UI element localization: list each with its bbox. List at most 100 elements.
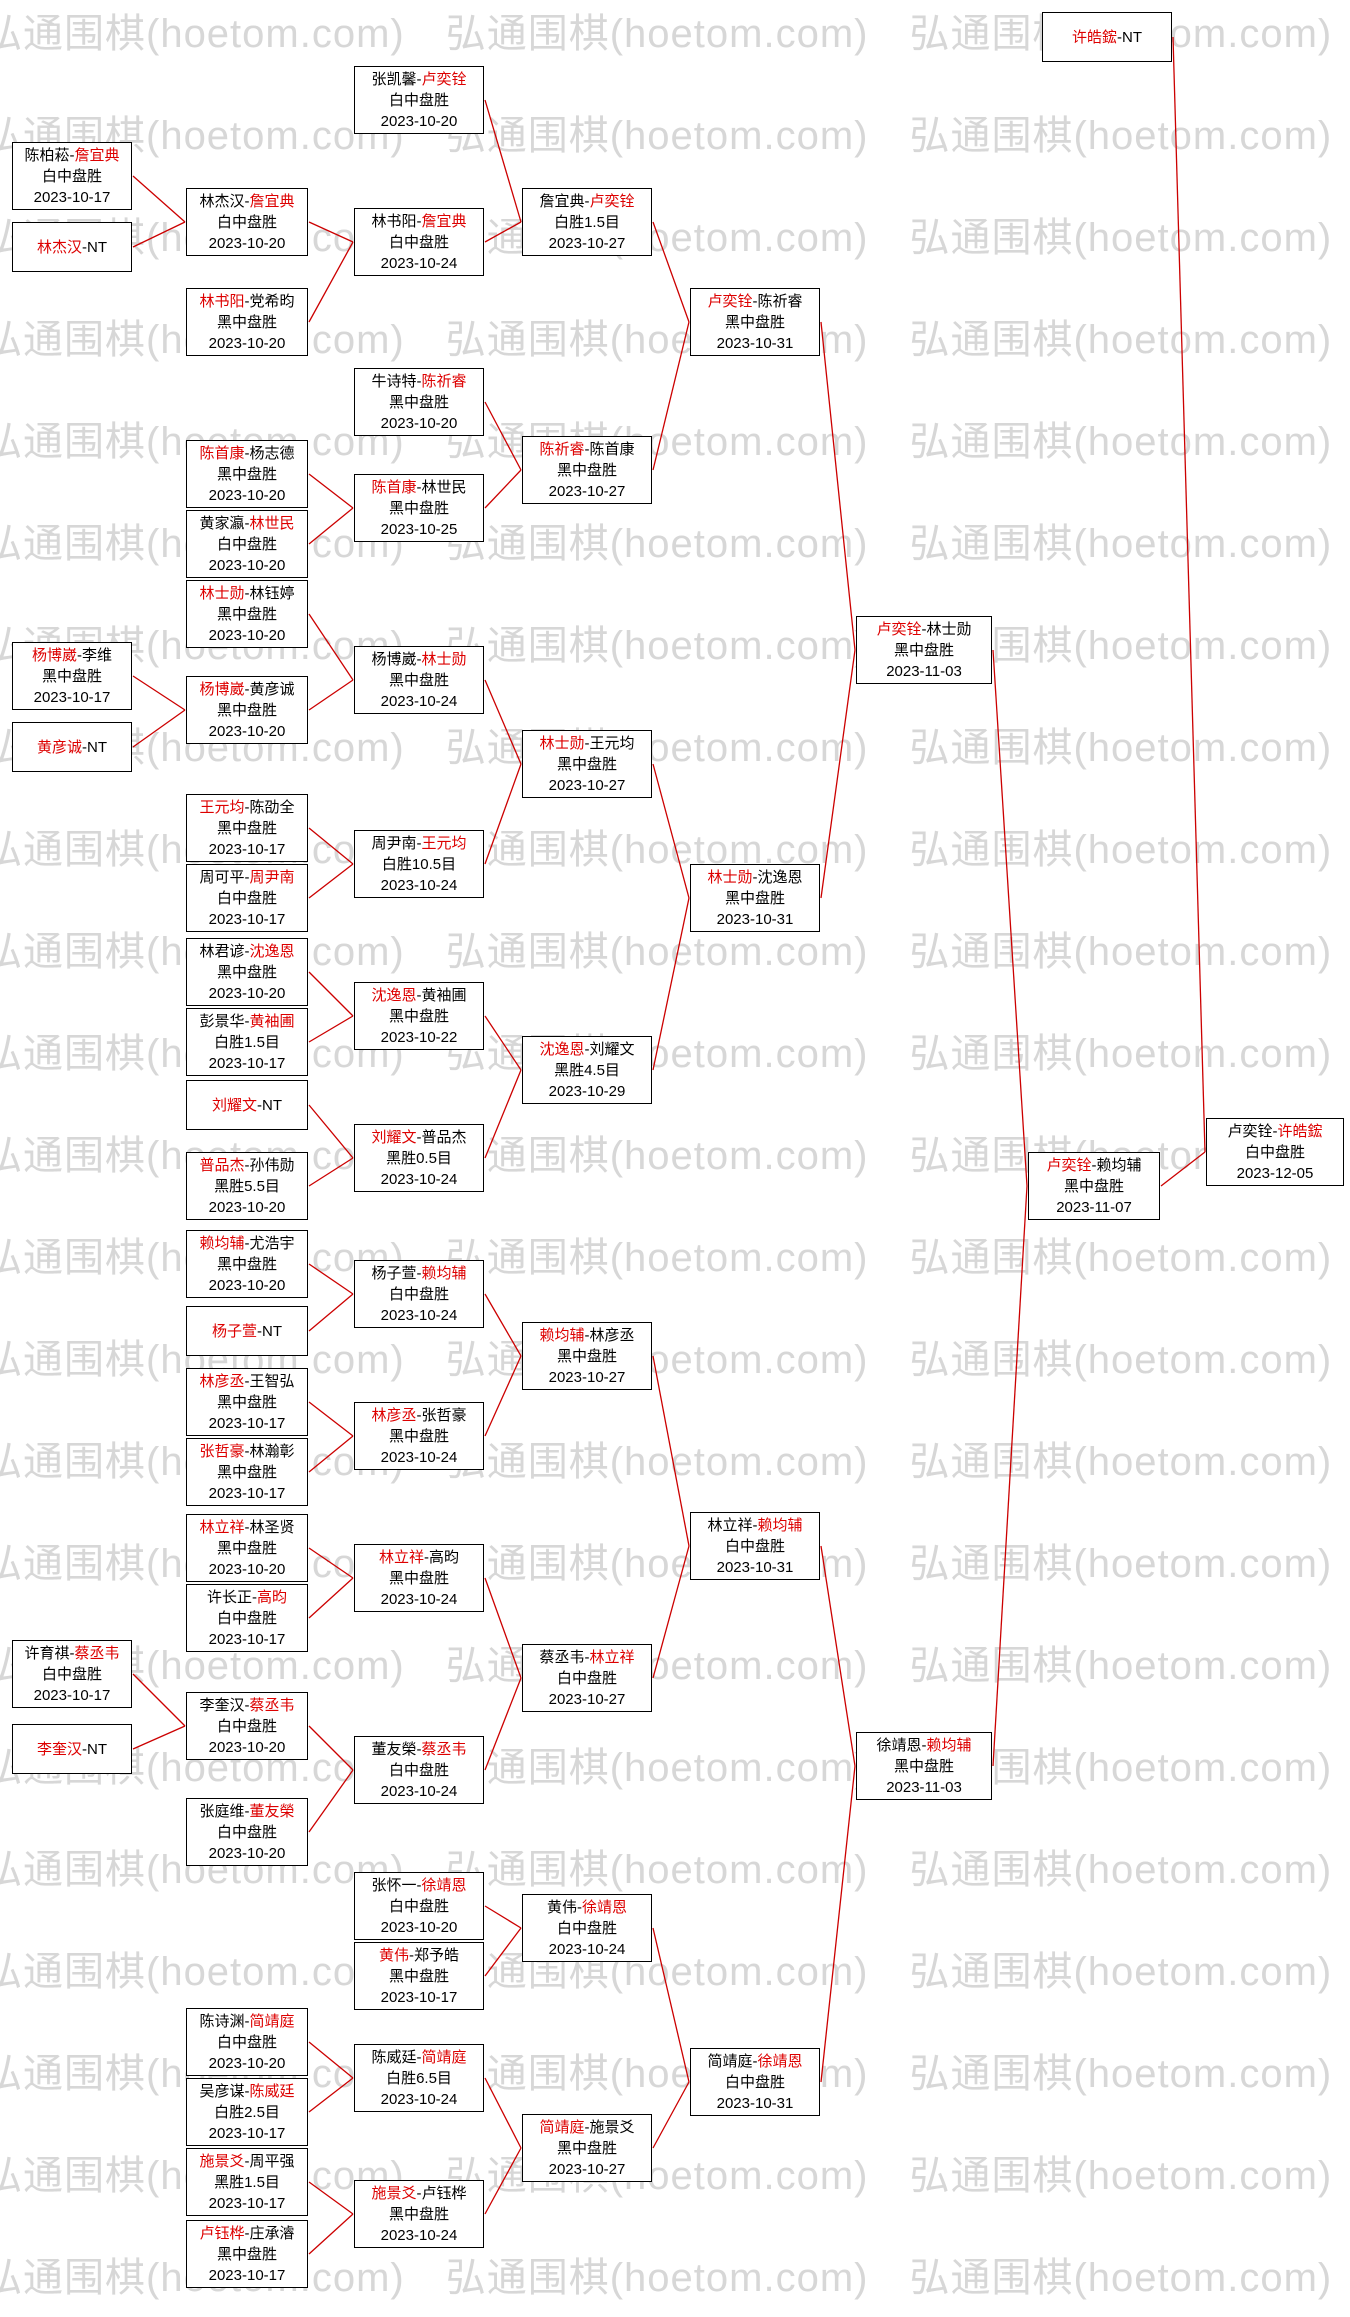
player-name: 普品杰 <box>421 1128 467 1146</box>
match-players: 黄家瀛-林世民 <box>199 514 295 532</box>
player-name: 卢奕铨 <box>421 70 467 88</box>
player-name: 黄彦诚 <box>36 738 82 756</box>
match-date: 2023-10-24 <box>380 692 458 710</box>
player-name: 赖均辅 <box>421 1264 467 1282</box>
match-result: 黑中盘胜 <box>216 963 277 981</box>
player-name: 陈柏菘 <box>24 146 70 164</box>
bye-box-b5[interactable]: 林杰汉-NT <box>12 222 132 272</box>
bye-box-b1[interactable]: 许皓鋐-NT <box>1042 12 1172 62</box>
player-name: 高昀 <box>429 1548 460 1566</box>
player-name: NT <box>87 1740 107 1758</box>
player-name: 董友榮 <box>371 1740 417 1758</box>
match-date: 2023-10-24 <box>380 1448 458 1466</box>
player-name: 党希昀 <box>249 292 295 310</box>
bye-box-b20[interactable]: 黄彦诚-NT <box>12 722 132 772</box>
match-result: 黑胜0.5目 <box>386 1149 452 1167</box>
bye-box-b37[interactable]: 杨子萱-NT <box>186 1306 308 1356</box>
match-result: 黑中盘胜 <box>724 313 785 331</box>
match-date: 2023-11-03 <box>886 662 962 680</box>
match-date: 2023-10-25 <box>380 520 458 538</box>
bye-box-b49[interactable]: 李奎汉-NT <box>12 1724 132 1774</box>
match-players: 施景爻-卢钰桦 <box>371 2184 467 2202</box>
player-name: 陈威廷 <box>371 2048 417 2066</box>
match-date: 2023-10-24 <box>380 1782 458 1800</box>
player-name: 林立祥 <box>707 1516 753 1534</box>
match-players: 张哲豪-林瀚彰 <box>199 1442 295 1460</box>
player-name: 林钰婷 <box>249 584 295 602</box>
match-players: 卢奕铨-许皓鋐 <box>1227 1122 1323 1140</box>
match-date: 2023-10-20 <box>208 1198 286 1216</box>
match-result: 白中盘胜 <box>388 1897 449 1915</box>
match-players: 黄伟-徐靖恩 <box>546 1898 628 1916</box>
player-name: 周可平 <box>199 868 245 886</box>
match-date: 2023-10-20 <box>208 2054 286 2072</box>
player-name: 卢奕铨 <box>1227 1122 1273 1140</box>
bye-box-b30[interactable]: 刘耀文-NT <box>186 1080 308 1130</box>
player-name: 施景爻 <box>371 2184 417 2202</box>
match-players: 林立祥-高昀 <box>378 1548 460 1566</box>
match-result: 白中盘胜 <box>216 1609 277 1627</box>
player-name: 黄伟 <box>378 1946 409 1964</box>
match-players: 林书阳-党希昀 <box>199 292 295 310</box>
player-name: 徐靖恩 <box>582 1898 628 1916</box>
match-players: 林士勋-沈逸恩 <box>707 868 803 886</box>
